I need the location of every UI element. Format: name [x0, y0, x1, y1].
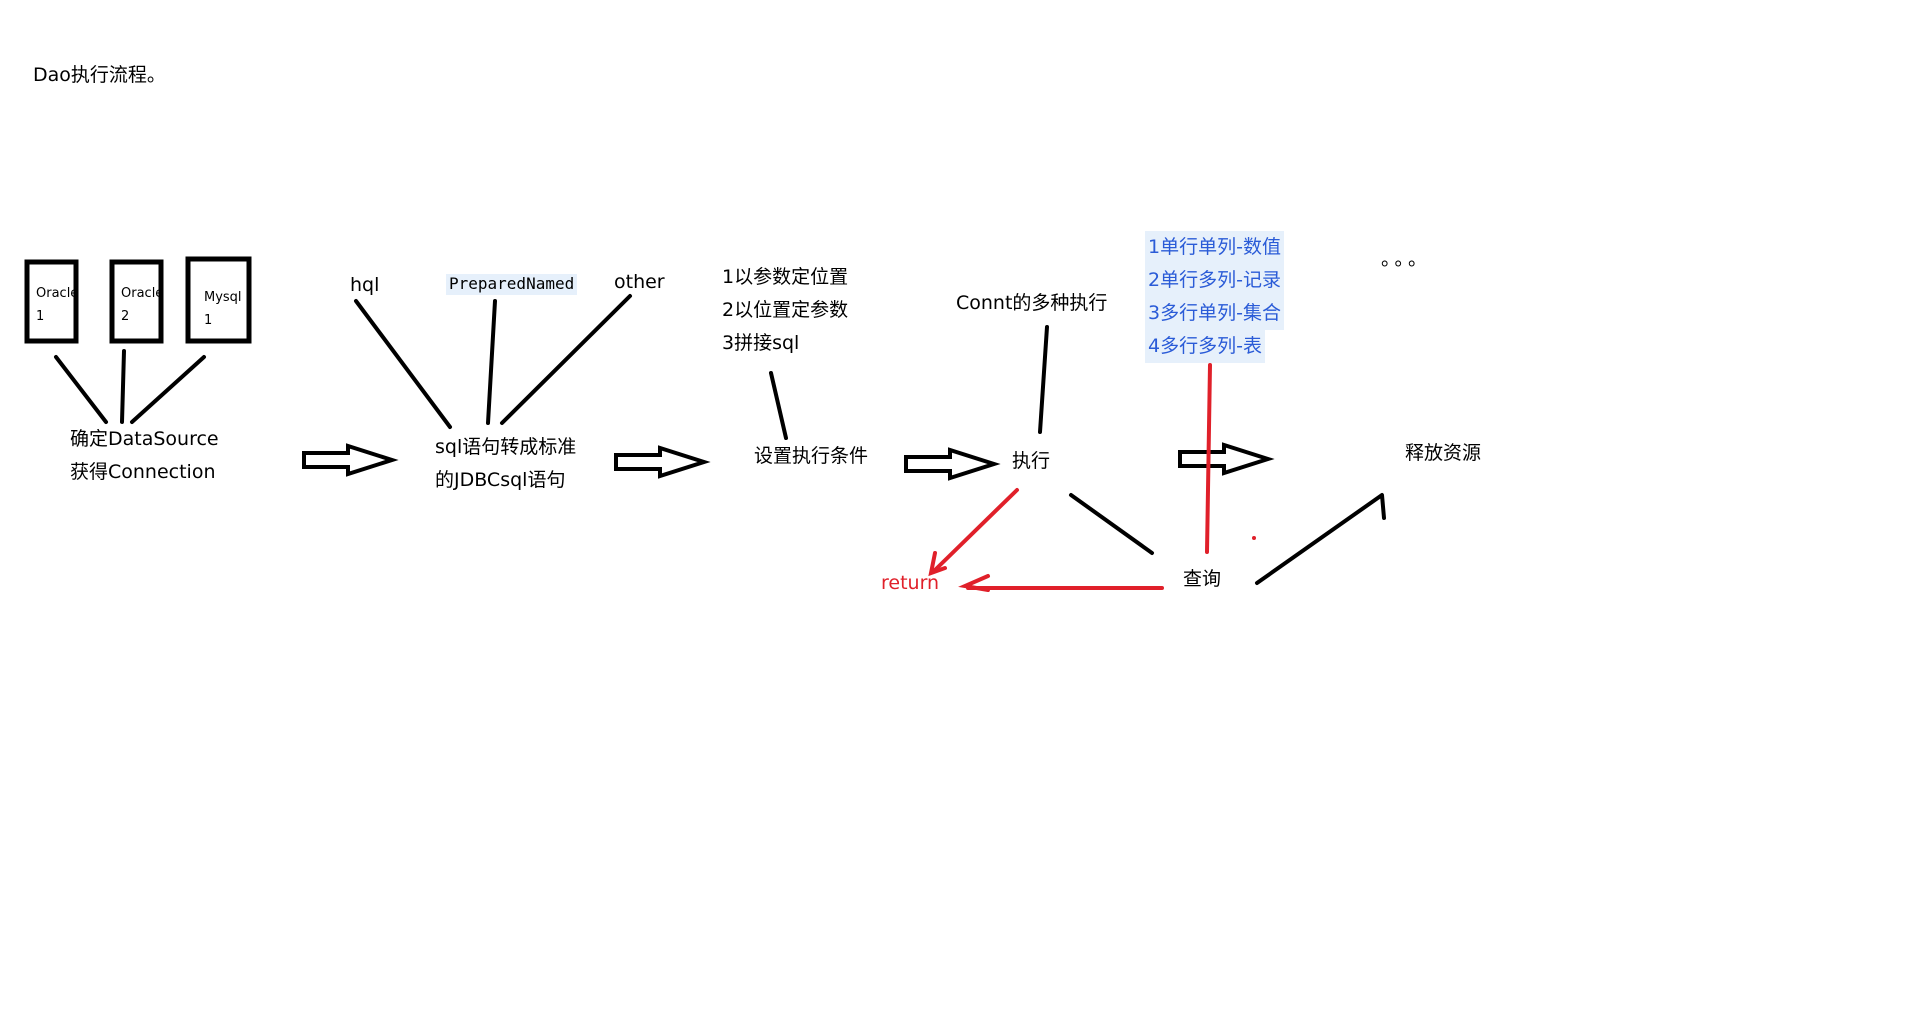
query-results-list: 1单行单列-数值 2单行多列-记录 3多行单列-集合 4多行多列-表	[1145, 231, 1284, 363]
return-lines	[928, 363, 1212, 592]
db-name: Oracle	[36, 286, 79, 301]
arrow-3	[904, 447, 1001, 481]
conn-exec-label: Connt的多种执行	[956, 292, 1108, 314]
param-option: 1以参数定位置	[722, 266, 849, 288]
param-option: 2以位置定参数	[722, 299, 849, 321]
release-label: 释放资源	[1405, 442, 1482, 464]
query-type-connectors	[354, 294, 632, 429]
return-label: return	[881, 572, 940, 594]
database-connectors	[54, 349, 206, 424]
arrow-1	[302, 443, 399, 477]
query-result-item: 1单行单列-数值	[1145, 231, 1284, 264]
db-name: Mysql	[204, 290, 242, 305]
red-dot	[1252, 536, 1256, 540]
param-options-list: 1以参数定位置 2以位置定参数 3拼接sql	[722, 261, 848, 360]
page-title: Dao执行流程。	[33, 64, 166, 86]
sql-convert-label: sql语句转成标准 的JDBCsql语句	[435, 431, 576, 497]
query-label: 查询	[1183, 568, 1222, 590]
param-option: 3拼接sql	[722, 332, 800, 354]
db-num: 1	[204, 313, 213, 328]
other-label: other	[614, 271, 665, 293]
query-result-item: 2单行多列-记录	[1145, 264, 1284, 297]
execute-label: 执行	[1012, 450, 1051, 472]
execute-to-query-line	[1069, 493, 1154, 555]
query-to-release-line	[1255, 493, 1386, 585]
database-box-mysql-1	[185, 256, 252, 344]
sql-convert-line2: 的JDBCsql语句	[435, 469, 566, 491]
prepared-named-label: PreparedNamed	[446, 274, 578, 295]
datasource-label: 确定DataSource 获得Connection	[70, 423, 219, 489]
database-box-oracle-1	[24, 259, 79, 344]
database-box-oracle-2	[109, 259, 164, 344]
arrow-2	[614, 445, 711, 479]
param-connector	[769, 371, 788, 440]
arrow-4	[1178, 442, 1275, 476]
conn-exec-connector	[1038, 325, 1049, 434]
datasource-line1: 确定DataSource	[70, 428, 219, 450]
db-label-oracle-1: Oracle 1	[36, 282, 78, 328]
sql-convert-line1: sql语句转成标准	[435, 436, 577, 458]
hql-label: hql	[350, 274, 380, 296]
query-result-item: 4多行多列-表	[1145, 330, 1265, 363]
db-num: 2	[121, 309, 130, 324]
flow-arrows	[302, 442, 1275, 481]
set-condition-label: 设置执行条件	[754, 445, 869, 467]
db-num: 1	[36, 309, 45, 324]
query-result-item: 3多行单列-集合	[1145, 297, 1284, 330]
db-label-mysql-1: Mysql 1	[204, 286, 242, 332]
db-name: Oracle	[121, 286, 164, 301]
db-label-oracle-2: Oracle 2	[121, 282, 163, 328]
datasource-line2: 获得Connection	[70, 461, 216, 483]
ellipsis-label: 。。。	[1381, 248, 1432, 270]
